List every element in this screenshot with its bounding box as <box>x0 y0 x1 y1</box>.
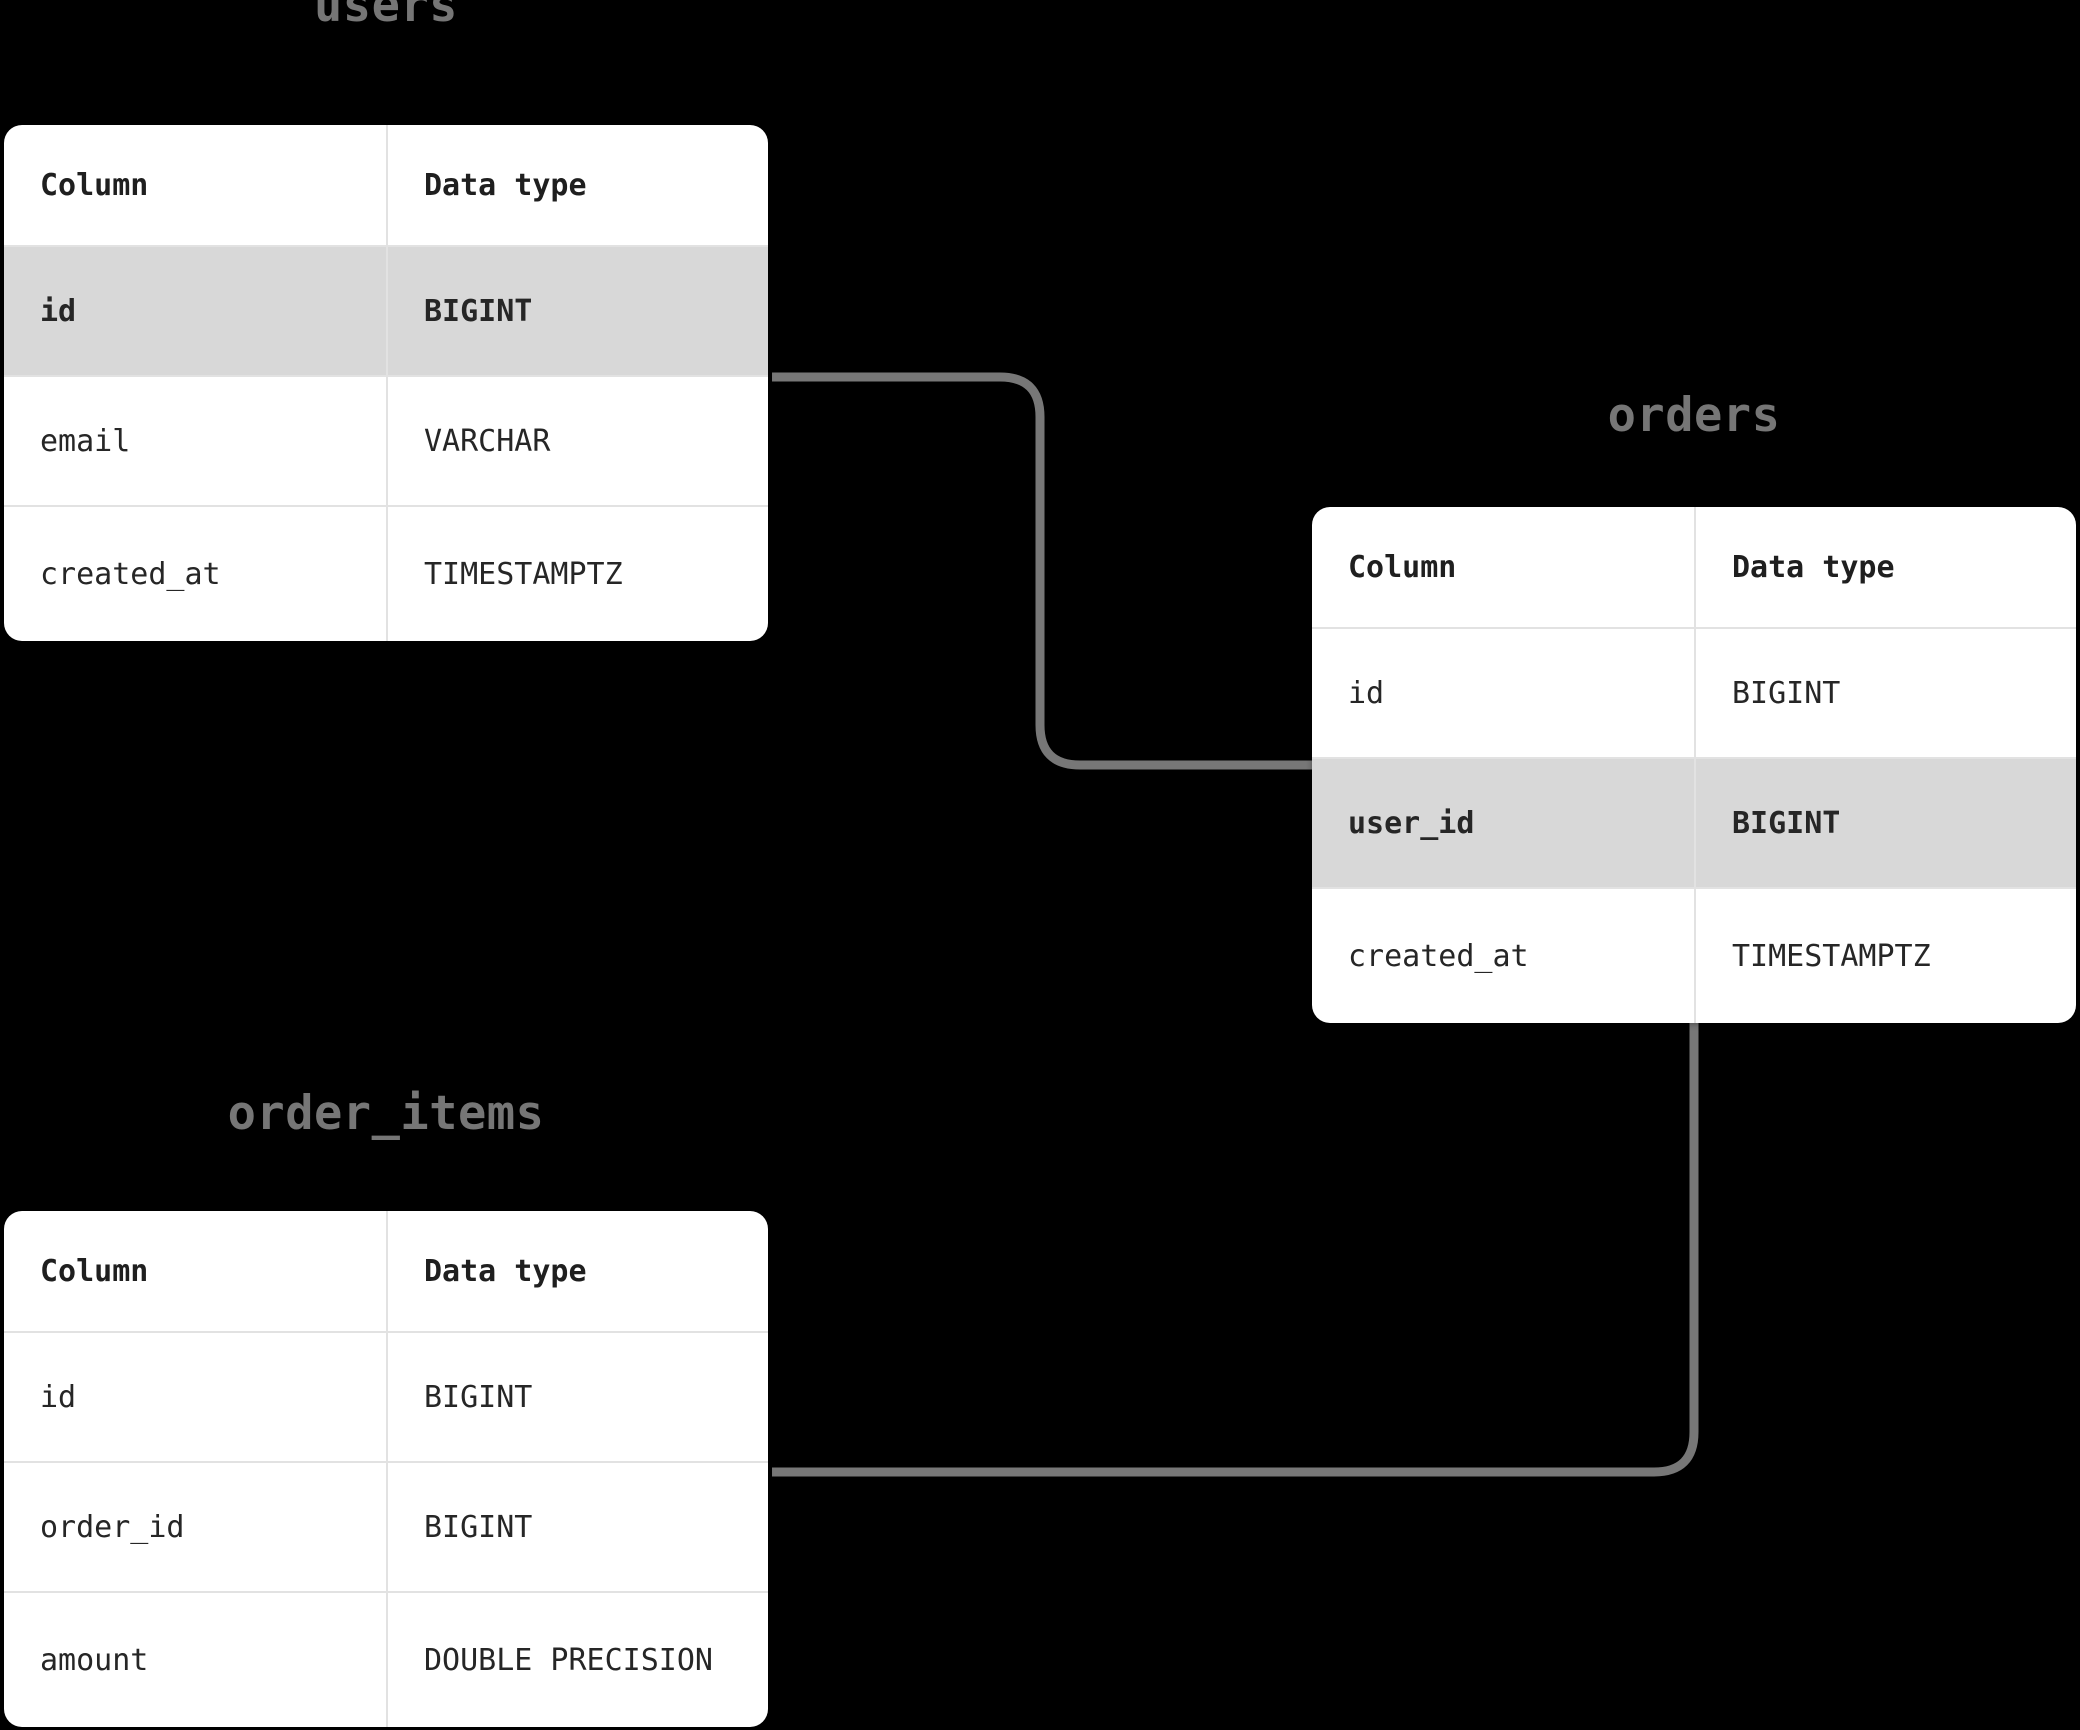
row-cell-datatype: BIGINT <box>424 1509 533 1545</box>
row-cell-datatype: BIGINT <box>1732 675 1841 711</box>
row-cell-column: amount <box>4 1593 388 1727</box>
table-row[interactable]: user_id BIGINT <box>1312 759 2076 889</box>
table-row[interactable]: created_at TIMESTAMPTZ <box>4 507 768 641</box>
table-header-row: Column Data type <box>4 1211 768 1333</box>
row-cell-column: created_at <box>1312 889 1696 1023</box>
row-cell-column: id <box>1312 629 1696 757</box>
header-cell-column: Column <box>4 1211 388 1331</box>
table-row[interactable]: created_at TIMESTAMPTZ <box>1312 889 2076 1023</box>
table-card-users[interactable]: Column Data type id BIGINT email VARCHAR… <box>4 125 768 641</box>
row-cell-datatype: TIMESTAMPTZ <box>424 556 623 592</box>
header-cell-column: Column <box>1312 507 1696 627</box>
row-cell-column: created_at <box>4 507 388 641</box>
edge-users-id-to-orders-user-id <box>772 372 1312 770</box>
table-title-users: users <box>314 0 458 33</box>
table-row[interactable]: order_id BIGINT <box>4 1463 768 1593</box>
row-cell-datatype: DOUBLE PRECISION <box>424 1642 713 1678</box>
table-title-order-items: order_items <box>227 1086 545 1141</box>
row-cell-datatype: BIGINT <box>424 1379 533 1415</box>
row-cell-datatype: BIGINT <box>424 293 533 329</box>
header-cell-datatype: Data type <box>1732 549 1895 585</box>
row-cell-datatype: TIMESTAMPTZ <box>1732 938 1931 974</box>
table-header-row: Column Data type <box>4 125 768 247</box>
header-cell-datatype: Data type <box>424 167 587 203</box>
row-cell-column: email <box>4 377 388 505</box>
table-row[interactable]: amount DOUBLE PRECISION <box>4 1593 768 1727</box>
table-row[interactable]: email VARCHAR <box>4 377 768 507</box>
table-card-order-items[interactable]: Column Data type id BIGINT order_id BIGI… <box>4 1211 768 1727</box>
table-row[interactable]: id BIGINT <box>1312 629 2076 759</box>
row-cell-datatype: VARCHAR <box>424 423 551 459</box>
row-cell-datatype: BIGINT <box>1732 805 1841 841</box>
header-cell-column: Column <box>4 125 388 245</box>
row-cell-column: id <box>4 1333 388 1461</box>
row-cell-column: id <box>4 247 388 375</box>
row-cell-column: order_id <box>4 1463 388 1591</box>
table-row[interactable]: id BIGINT <box>4 1333 768 1463</box>
table-header-row: Column Data type <box>1312 507 2076 629</box>
row-cell-column: user_id <box>1312 759 1696 887</box>
edge-orders-id-to-order-items-order-id <box>772 1022 1699 1477</box>
header-cell-datatype: Data type <box>424 1253 587 1289</box>
table-row[interactable]: id BIGINT <box>4 247 768 377</box>
table-title-orders: orders <box>1607 388 1781 443</box>
table-card-orders[interactable]: Column Data type id BIGINT user_id BIGIN… <box>1312 507 2076 1023</box>
